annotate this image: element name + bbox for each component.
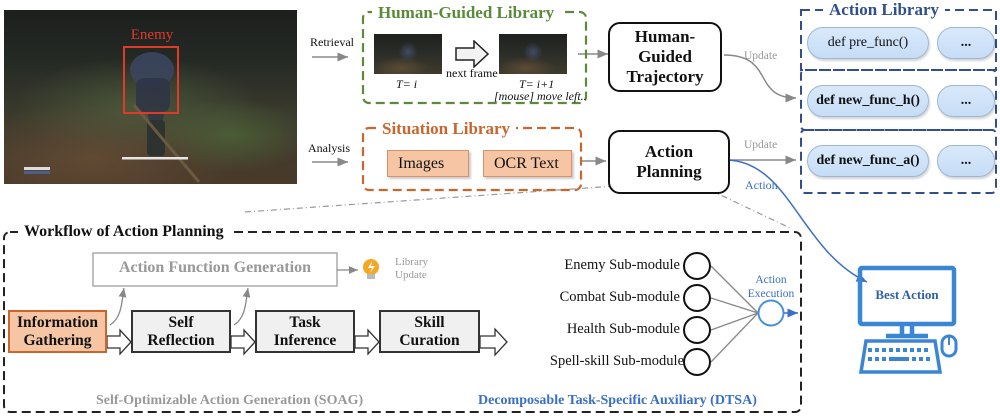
- action-library-box-2: [800, 69, 997, 131]
- game-screenshot: Enemy: [4, 10, 297, 184]
- library-update-line-1: Library: [395, 256, 428, 268]
- next-frame-arrow-icon: [455, 39, 490, 73]
- best-action-label: Best Action: [875, 287, 939, 302]
- block-arrow-2: [230, 328, 256, 356]
- func-pill-new-h: def new_func_h(): [807, 85, 929, 117]
- action-flow-label: Action: [745, 178, 778, 192]
- step-4-line-2: Curation: [399, 331, 460, 349]
- step-1-line-2: Gathering: [23, 331, 92, 349]
- update-curve-top: [723, 54, 797, 103]
- sl-item-images: Images: [387, 150, 469, 177]
- step-4-line-1: Skill: [414, 313, 445, 331]
- sr-to-afg-arrow: [233, 287, 251, 326]
- trajectory-line-1: Human-: [634, 27, 696, 46]
- trajectory-line-2: Guided: [638, 47, 692, 66]
- update-label-top: Update: [744, 50, 778, 62]
- retrieval-label: Retrieval: [310, 35, 354, 49]
- keyboard-keys: [868, 348, 930, 361]
- step-1-line-1: Information: [17, 313, 98, 331]
- human-guided-trajectory-node: Human- Guided Trajectory: [608, 22, 722, 92]
- frame-caption-t: T= i: [396, 77, 418, 91]
- action-execution-node: [757, 299, 785, 327]
- zoom-line-right: [709, 189, 791, 229]
- action-library-title: Action Library: [823, 0, 946, 20]
- transition-label: next frame: [446, 66, 498, 80]
- frame-caption-t1: T= i+1: [519, 77, 555, 91]
- update-label-bottom: Update: [744, 139, 778, 151]
- trajectory-line-3: Trajectory: [626, 67, 704, 86]
- planning-line-2: Planning: [636, 162, 702, 181]
- library-update-label: Library Update: [395, 256, 428, 282]
- more-pill-1: ...: [937, 27, 995, 59]
- block-arrow-4: [479, 327, 508, 357]
- step-self-reflection: Self Reflection: [131, 310, 231, 353]
- zoom-line-left: [244, 185, 616, 213]
- planning-line-1: Action: [644, 142, 694, 161]
- action-library-box-1: [800, 9, 997, 71]
- step-2-line-1: Self: [168, 313, 194, 331]
- submodule-health: Health Sub-module: [566, 321, 680, 337]
- action-curve: [726, 159, 868, 283]
- frame-thumbnail-t: [374, 34, 442, 74]
- action-execution-line-2: Execution: [747, 288, 795, 300]
- action-planning-node: Action Planning: [608, 130, 730, 194]
- afg-box: [92, 252, 338, 287]
- submodule-spell-skill: Spell-skill Sub-module: [549, 353, 684, 369]
- afg-label: Action Function Generation: [119, 259, 311, 276]
- lightbulb-icon: [363, 259, 379, 279]
- ig-to-afg-arrow: [109, 287, 127, 326]
- enemy-bounding-box: [123, 46, 179, 114]
- submodule-node-enemy: [683, 252, 711, 280]
- block-arrow-3: [354, 328, 380, 356]
- more-pill-3: ...: [937, 145, 995, 177]
- workflow-title: Workflow of Action Planning: [18, 223, 230, 241]
- hgl-title: Human-Guided Library: [372, 3, 561, 23]
- step-2-line-2: Reflection: [147, 331, 215, 349]
- step-task-inference: Task Inference: [255, 310, 355, 353]
- enemy-label: Enemy: [130, 27, 174, 43]
- func-pill-new-a: def new_func_a(): [807, 145, 929, 177]
- sl-title: Situation Library: [376, 119, 516, 139]
- submodule-enemy: Enemy Sub-module: [564, 257, 680, 273]
- soag-label: Self-Optimizable Action Generation (SOAG…: [96, 393, 364, 408]
- computer-icon: [857, 265, 958, 374]
- more-pill-2: ...: [937, 85, 995, 117]
- step-information-gathering: Information Gathering: [8, 310, 107, 353]
- block-arrow-1: [106, 328, 132, 356]
- func-pill-pre: def pre_func(): [807, 27, 929, 59]
- submodule-combat: Combat Sub-module: [559, 289, 680, 305]
- action-execution-line-1: Action: [755, 274, 787, 286]
- submodule-node-health: [683, 316, 711, 344]
- submodule-node-spell: [683, 348, 711, 376]
- frame-thumbnail-t1: [499, 34, 567, 74]
- step-skill-curation: Skill Curation: [379, 310, 480, 353]
- analysis-label: Analysis: [308, 141, 350, 155]
- sl-item-ocr-text: OCR Text: [483, 150, 572, 177]
- dtsa-label: Decomposable Task-Specific Auxiliary (DT…: [478, 393, 757, 408]
- step-3-line-2: Inference: [273, 331, 337, 349]
- submodule-node-combat: [683, 284, 711, 312]
- frame-action-caption: [mouse] move left..: [494, 89, 587, 103]
- workflow-box: [3, 231, 802, 413]
- action-execution-label: Action Execution: [736, 273, 806, 301]
- library-update-line-2: Update: [395, 269, 427, 281]
- step-3-line-1: Task: [289, 313, 321, 331]
